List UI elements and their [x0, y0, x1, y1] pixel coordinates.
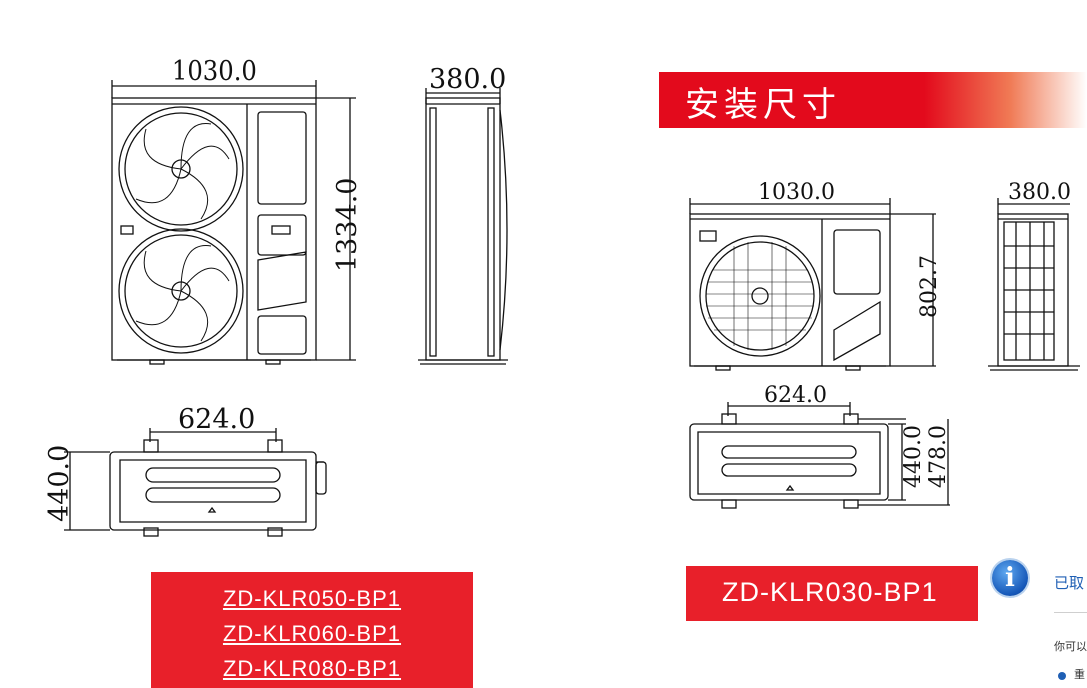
small-side-depth-label: 380.0: [1008, 180, 1071, 205]
small-height-label: 802.7: [917, 255, 942, 318]
model-list-large: ZD-KLR050-BP1 ZD-KLR060-BP1 ZD-KLR080-BP…: [151, 572, 473, 688]
large-front-width-label: 1030.0: [172, 56, 257, 88]
notification-divider: [1054, 612, 1087, 613]
large-unit-fan-blades: [135, 123, 230, 342]
small-base-depth-outer-label: 478.0: [926, 425, 951, 488]
large-unit-top-view: [64, 428, 327, 537]
bullet-icon: [1058, 672, 1066, 680]
model-name: ZD-KLR030-BP1: [722, 577, 938, 607]
model-label-small: ZD-KLR030-BP1: [686, 566, 978, 621]
large-base-width-label: 624.0: [178, 404, 255, 435]
large-side-depth-label: 380.0: [429, 64, 506, 95]
small-unit-top-view: [689, 402, 950, 509]
section-banner: 安装尺寸: [659, 72, 1087, 128]
large-height-label: 1334.0: [332, 178, 363, 272]
small-unit-front-view: [689, 198, 936, 371]
small-unit-side-view: [988, 198, 1080, 371]
notification-bullet-text[interactable]: 重: [1074, 668, 1085, 681]
small-unit-fan-grille: [706, 242, 814, 350]
small-base-width-label: 624.0: [764, 383, 827, 408]
small-front-width-label: 1030.0: [758, 180, 835, 205]
model-name: ZD-KLR060-BP1: [222, 621, 402, 646]
notification-popup[interactable]: i 已取 你可以 重: [978, 558, 1087, 688]
small-base-depth-inner-label: 440.0: [901, 425, 926, 488]
section-title: 安装尺寸: [685, 85, 841, 125]
large-unit-side-view: [418, 88, 508, 365]
model-name: ZD-KLR050-BP1: [222, 586, 402, 611]
notification-title[interactable]: 已取: [1054, 574, 1085, 592]
large-unit-front-view: [111, 80, 356, 365]
model-name: ZD-KLR080-BP1: [222, 656, 402, 681]
notification-text: 你可以: [1054, 640, 1087, 653]
info-icon: i: [992, 560, 1028, 596]
large-base-depth-label: 440.0: [44, 445, 75, 522]
